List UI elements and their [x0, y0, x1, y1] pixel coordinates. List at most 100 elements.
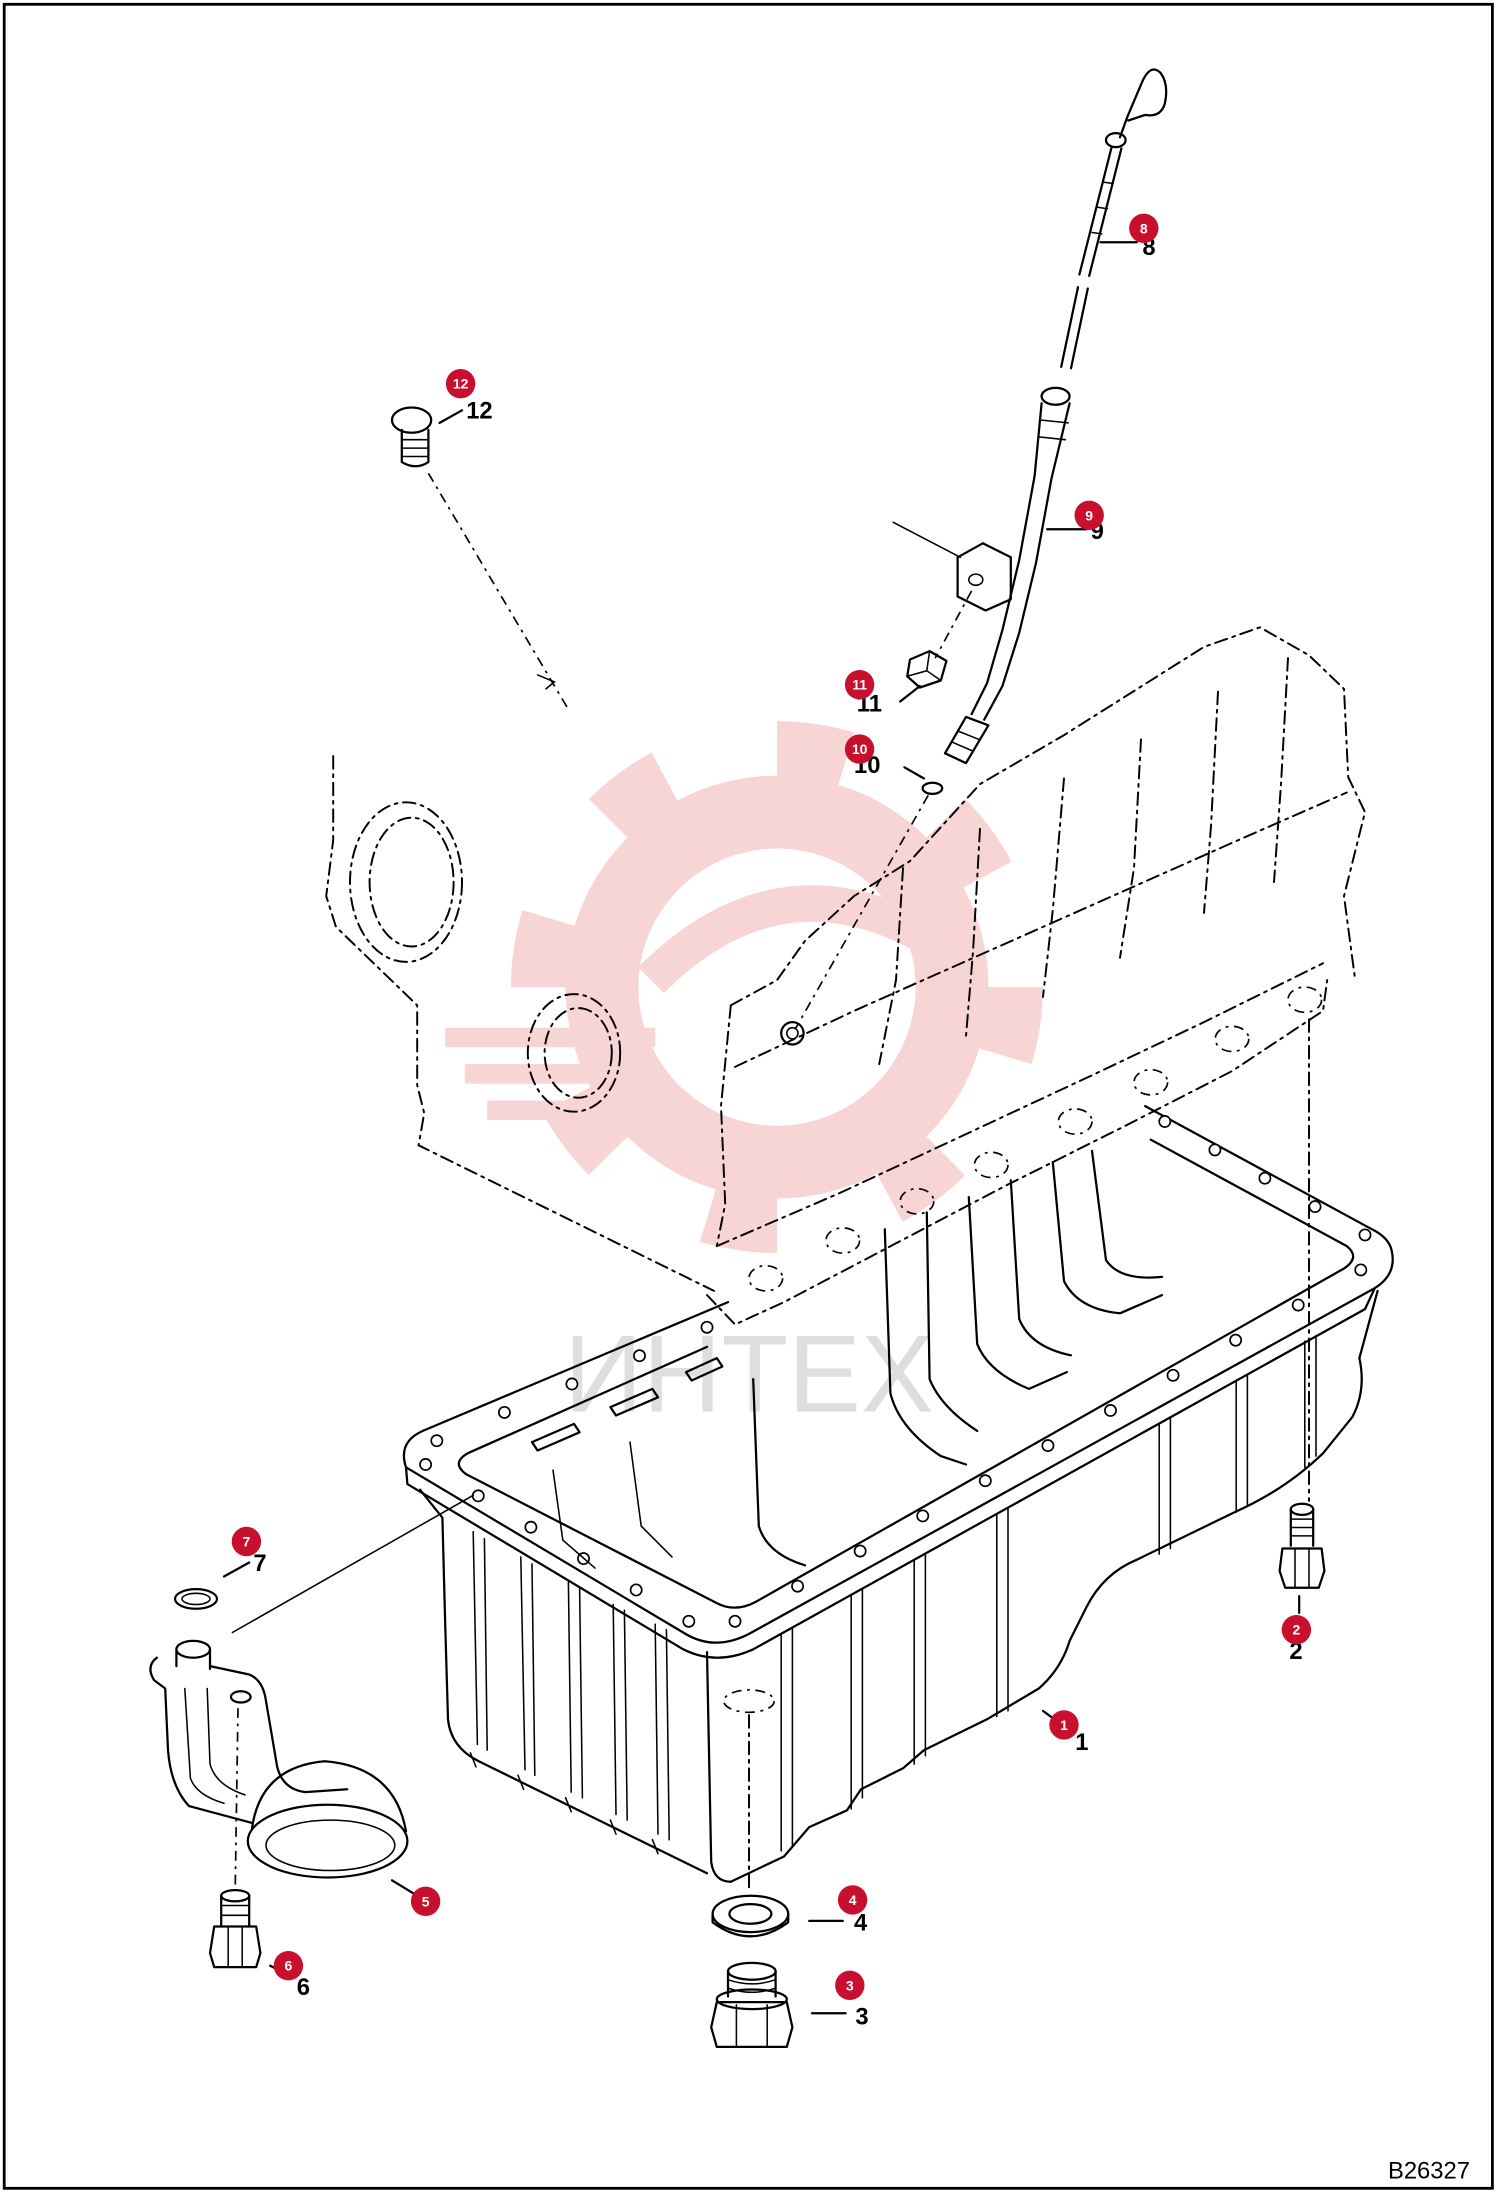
strainer-bracket-hole [229, 1690, 252, 1704]
strainer-bolt-head-faces [227, 1925, 243, 1968]
callout-4[interactable]: 4 [837, 1885, 868, 1915]
callout-5-marker[interactable] [410, 1886, 441, 1916]
engine-block-ribs [878, 657, 1289, 1066]
callout-10[interactable]: 10 [844, 734, 875, 764]
callout-1[interactable]: 1 [1049, 1710, 1079, 1740]
engine-block-bosses [748, 986, 1323, 1292]
flange-bolt-hole [524, 1520, 538, 1534]
callout-1-marker[interactable] [1049, 1710, 1079, 1740]
flange-bolt-hole [1229, 1333, 1243, 1347]
callout-9-marker[interactable] [1074, 500, 1104, 530]
callout-2-marker[interactable] [1281, 1615, 1312, 1645]
flange-bolt-hole [471, 1489, 485, 1503]
callout-7[interactable]: 7 [231, 1526, 262, 1557]
callout-1-number: 1 [1060, 1717, 1068, 1733]
bracket-reference-line [892, 521, 962, 559]
crankshaft-bore-inner [368, 816, 455, 948]
dipstick-knob [1104, 131, 1127, 149]
callout-12-marker[interactable] [445, 369, 476, 399]
oil-pan-bottom-outline [729, 1289, 1379, 1883]
leader-10 [903, 766, 926, 780]
guide-tube-bracket-hole [968, 573, 984, 587]
callout-12-number: 12 [453, 376, 469, 392]
callout-3-marker[interactable] [835, 1970, 865, 2000]
callout-3[interactable]: 3 [835, 1970, 865, 2000]
guide-tube-connector-rings [951, 730, 980, 752]
block-boss [825, 1227, 861, 1254]
drain-washer-edge [711, 1912, 790, 1938]
drain-plug [710, 1961, 794, 2049]
callout-5[interactable]: 5 [410, 1886, 441, 1916]
strainer-bolt-shank [220, 1894, 251, 1927]
watermark-stripe [445, 1027, 656, 1048]
callout-4-marker[interactable] [837, 1885, 868, 1915]
dipstick-rod [1078, 145, 1123, 278]
block-boss [1214, 1025, 1250, 1053]
plug-shank [400, 428, 430, 468]
callout-12[interactable]: 12 [445, 369, 476, 399]
strainer-bell-dome [250, 1760, 408, 1833]
callout-7-marker[interactable] [231, 1526, 262, 1557]
oil-pan-bolt-head-faces [1294, 1547, 1310, 1589]
callout-8-marker[interactable] [1129, 213, 1159, 243]
callout-11-marker[interactable] [844, 670, 875, 700]
printed-number-3: 3 [855, 2004, 868, 2031]
printed-item-numbers: 12 8 9 11 10 7 2 1 4 6 3 [253, 234, 1302, 2031]
callout-2[interactable]: 2 [1281, 1615, 1312, 1645]
oil-pan-bolt-head [1278, 1547, 1326, 1589]
flange-bolt-hole [791, 1579, 805, 1593]
flange-bolt-hole [1166, 1368, 1180, 1382]
watermark-stripe [464, 1064, 656, 1084]
flange-bolt-hole [430, 1434, 444, 1448]
block-boss [899, 1187, 935, 1215]
plug-axis-mark [536, 674, 556, 690]
callout-5-number: 5 [422, 1893, 430, 1909]
flange-bolt-hole [916, 1509, 930, 1523]
dipstick-guide-tube [892, 386, 1071, 765]
flange-bolt-hole [728, 1614, 742, 1628]
leader-5 [390, 1879, 419, 1897]
oil-strainer [149, 1494, 474, 1891]
callout-10-marker[interactable] [844, 734, 875, 764]
printed-number-6: 6 [297, 1974, 310, 2001]
oil-pan-flange-slot [684, 1356, 724, 1382]
oil-dipstick [1060, 68, 1168, 370]
block-plug [390, 406, 568, 708]
drain-plug-flange [715, 1988, 788, 2011]
printed-number-1: 1 [1075, 1729, 1088, 1756]
strainer-o-ring [173, 1587, 219, 1610]
crankshaft-bore [349, 801, 463, 963]
block-boss [973, 1151, 1009, 1179]
engine-block-rail-lower [706, 979, 1329, 1326]
oil-pan-flange-slot [609, 1387, 660, 1417]
callout-11[interactable]: 11 [844, 670, 875, 700]
block-boss [1287, 986, 1323, 1014]
callout-4-number: 4 [849, 1892, 857, 1908]
callouts: 1 2 3 4 5 6 7 8 [231, 213, 1312, 2000]
callout-11-number: 11 [852, 677, 867, 693]
watermark-swoosh [638, 885, 933, 994]
strainer-reference-line [231, 1494, 474, 1634]
leader-12 [438, 409, 464, 425]
strainer-body-outer [149, 1656, 254, 1825]
watermark-gear-teeth-icon [511, 721, 1043, 1254]
flange-bolt-hole [1358, 1228, 1372, 1242]
oil-pan-bottom-tabs [469, 1752, 659, 1855]
callout-3-number: 3 [846, 1977, 854, 1993]
strainer-bell-rim [246, 1803, 409, 1879]
dipstick-rod-marks [1091, 181, 1114, 235]
callout-6-marker[interactable] [273, 1951, 304, 1981]
callout-6[interactable]: 6 [273, 1951, 304, 1981]
flange-bolt-hole [419, 1458, 433, 1471]
oil-pan-interior-left [552, 1441, 673, 1569]
oil-pan-interior-walls [752, 1149, 1164, 1567]
guide-tube-cap [1040, 386, 1071, 406]
dipstick-handle [1118, 68, 1168, 139]
callout-9[interactable]: 9 [1074, 500, 1104, 530]
flange-bolt-hole [565, 1377, 579, 1391]
callout-8[interactable]: 8 [1129, 213, 1159, 243]
printed-number-7: 7 [253, 1550, 266, 1577]
flange-bolt-hole [1308, 1200, 1322, 1214]
oil-pan-flange-slot [530, 1422, 581, 1452]
